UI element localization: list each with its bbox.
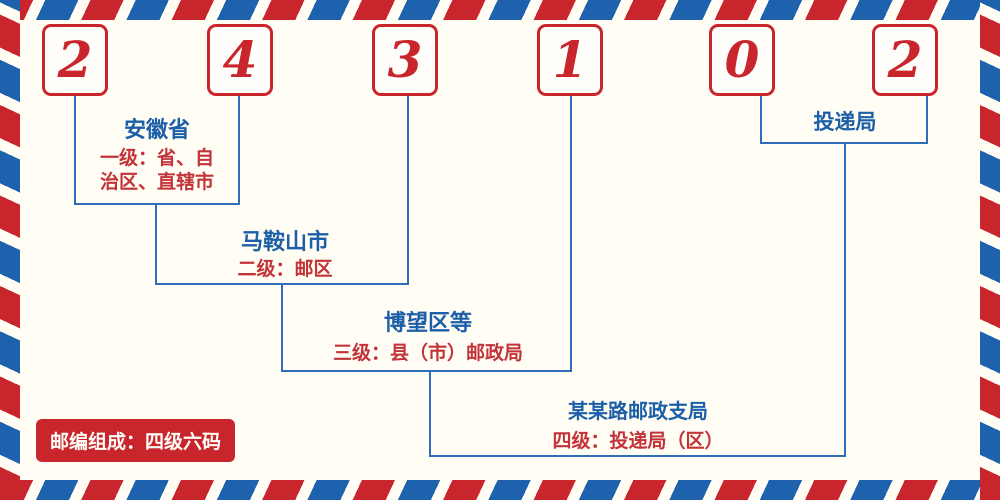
digit-box-2: 4 [207, 24, 273, 96]
digit-5: 0 [724, 30, 760, 89]
level3-desc: 三级：县（市）邮政局 [332, 342, 524, 364]
level2-title: 马鞍山市 [240, 230, 330, 255]
digit-box-6: 2 [872, 24, 938, 96]
delivery-bracket-left-line [760, 96, 762, 144]
digit-1: 2 [57, 30, 93, 89]
digit-box-4: 1 [537, 24, 603, 96]
level1-title: 安徽省 [123, 118, 191, 143]
delivery-bracket-bottom-line [760, 142, 928, 144]
digit-box-5: 0 [709, 24, 775, 96]
digit-2: 4 [222, 30, 258, 89]
bracket1-right-line [238, 96, 240, 205]
digit-3: 3 [387, 30, 423, 89]
airmail-border-left [0, 0, 20, 500]
airmail-border-right [980, 0, 1000, 500]
level4-title: 某某路邮政支局 [568, 399, 708, 423]
level3-title: 博望区等 [383, 311, 473, 336]
bracket1-bottom-line [74, 203, 240, 205]
level4-desc: 四级：投递局（区） [552, 430, 724, 452]
bracket4-right-line [844, 142, 846, 457]
airmail-border-bottom [0, 480, 1000, 500]
level1-desc-line1: 一级：省、自 [99, 147, 215, 169]
bracket2-left-line [155, 203, 157, 285]
digit-4: 1 [552, 30, 588, 89]
postal-code-composition-badge: 邮编组成：四级六码 [36, 419, 236, 462]
delivery-bracket-right-line [926, 96, 928, 144]
delivery-title: 投递局 [813, 110, 877, 134]
digit-box-3: 3 [372, 24, 438, 96]
bracket1-left-line [74, 96, 76, 205]
bracket4-left-line [429, 370, 431, 457]
bracket3-bottom-line [281, 370, 572, 372]
bracket4-bottom-line [429, 455, 846, 457]
level2-desc: 二级：邮区 [237, 258, 333, 280]
bracket2-right-line [407, 96, 409, 285]
digit-6: 2 [887, 30, 923, 89]
level1-desc-line2: 治区、直辖市 [99, 171, 215, 193]
digit-box-1: 2 [42, 24, 108, 96]
bracket3-left-line [281, 283, 283, 372]
bracket3-right-line [570, 96, 572, 372]
airmail-border-top [0, 0, 1000, 20]
